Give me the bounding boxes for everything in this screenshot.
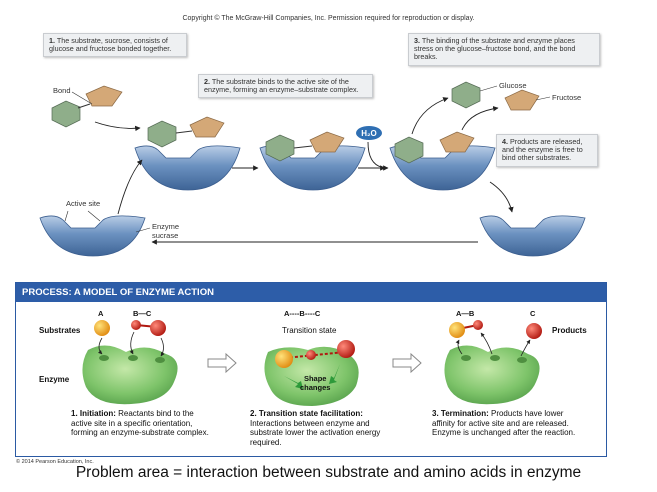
enzyme-label: Enzyme xyxy=(39,375,70,384)
process-title: PROCESS: A MODEL OF ENZYME ACTION xyxy=(16,283,606,302)
enzyme-bowl-4 xyxy=(479,215,586,257)
step2-callout: 2. The substrate binds to the active sit… xyxy=(198,74,373,99)
arrow-fructose-release xyxy=(461,106,499,131)
atom-a-stage3 xyxy=(449,322,465,338)
fructose-pentagon-released xyxy=(504,89,540,111)
caption-termination: 3. Termination: Products have lower affi… xyxy=(432,409,576,437)
formula-a-stage1: A xyxy=(98,309,104,318)
pearson-copyright: © 2014 Pearson Education, Inc. xyxy=(16,459,94,465)
water-label: H₂O xyxy=(361,129,377,138)
step3-callout: 3. The binding of the substrate and enzy… xyxy=(408,33,600,66)
arrow-substrate-to-enzyme xyxy=(94,121,141,132)
atom-b-stage3 xyxy=(473,320,483,330)
atom-c-stage2 xyxy=(337,340,355,358)
fructose-pentagon-split xyxy=(439,131,475,153)
fructose-pentagon-approach xyxy=(189,116,225,138)
enzyme-blob-stage1 xyxy=(82,345,178,405)
glucose-hexagon-split xyxy=(394,136,424,164)
formula-abc-stage2: A----B----C xyxy=(284,309,321,318)
products-label: Products xyxy=(552,326,587,335)
atom-c-stage3 xyxy=(526,323,542,339)
atom-a-stage1 xyxy=(94,320,110,336)
fructose-pentagon-bound xyxy=(309,131,345,153)
fructose-label: Fructose xyxy=(552,93,582,102)
formula-ab-stage3: A—B xyxy=(456,309,475,318)
shape-change-arrow-left xyxy=(284,376,303,389)
formula-bc-stage1: B—C xyxy=(133,309,152,318)
caption-transition: 2. Transition state facilitation: Intera… xyxy=(250,409,381,447)
arrow-water xyxy=(367,141,389,171)
active-site-label: Active site xyxy=(66,199,101,208)
arrow-free-enzyme-up xyxy=(117,159,143,215)
caption-initiation: 1. Initiation: Reactants bind to the act… xyxy=(71,409,209,437)
atom-b-stage2 xyxy=(306,350,316,360)
enzyme-bowl-start xyxy=(39,215,146,257)
hollow-arrow-2 xyxy=(392,352,422,374)
step4-callout: 4. Products are released, and the enzyme… xyxy=(496,134,598,167)
enzyme-action-model xyxy=(82,320,542,406)
fructose-pentagon-free xyxy=(85,85,123,107)
process-panel: PROCESS: A MODEL OF ENZYME ACTION xyxy=(15,282,607,457)
atom-b-stage1 xyxy=(131,320,141,330)
transition-state-label: Transition state xyxy=(282,326,337,335)
atom-a-stage2 xyxy=(275,350,293,368)
shape-changes-label: Shape changes xyxy=(300,374,331,392)
glucose-hexagon-approach xyxy=(147,120,177,148)
glucose-hexagon-bound xyxy=(265,134,295,162)
shape-change-arrow-right xyxy=(329,364,340,384)
formula-c-stage3: C xyxy=(530,309,536,318)
atom-c-stage1 xyxy=(150,320,166,336)
substrates-label: Substrates xyxy=(39,326,81,335)
glucose-hexagon-released xyxy=(451,81,481,109)
problem-area-note: Problem area = interaction between subst… xyxy=(75,464,582,481)
arrow-enzyme-to-free xyxy=(489,181,514,213)
water-molecule xyxy=(356,126,382,140)
glucose-hexagon-free xyxy=(51,100,81,128)
sucrase-reaction-diagram: H₂O xyxy=(39,81,586,257)
enzyme-bowl-1 xyxy=(134,145,241,191)
enzyme-sucrase-label: Enzyme sucrase xyxy=(152,222,180,240)
copyright-notice: Copyright © The McGraw-Hill Companies, I… xyxy=(182,15,475,22)
bond-label: Bond xyxy=(53,86,71,95)
enzyme-blob-stage3 xyxy=(444,345,540,405)
step1-callout: 1. The substrate, sucrose, consists of g… xyxy=(43,33,187,58)
glucose-label: Glucose xyxy=(499,81,527,90)
hollow-arrow-1 xyxy=(207,352,237,374)
arrow-glucose-release xyxy=(411,97,449,135)
